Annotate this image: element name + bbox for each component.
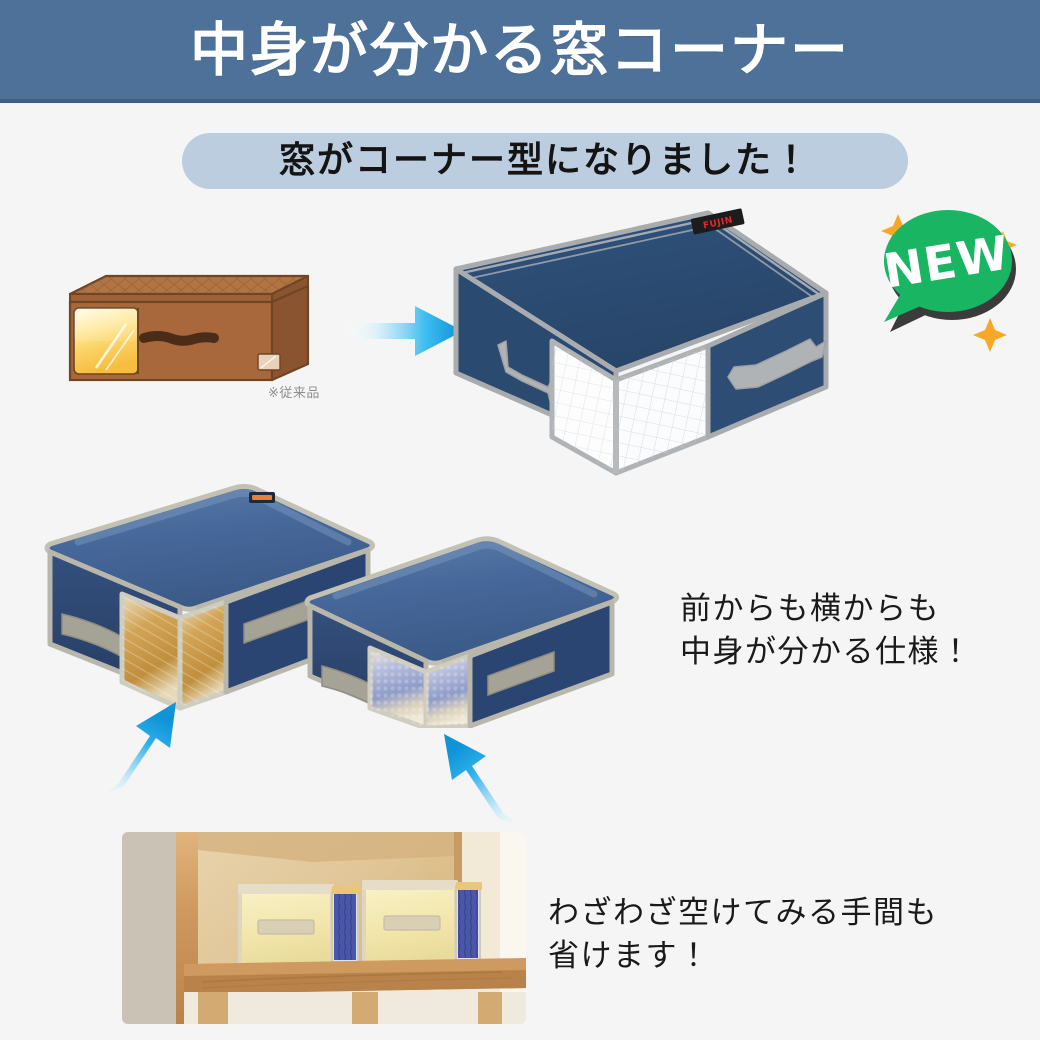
right-arrow-icon [345, 300, 465, 362]
feature-text-block: 前からも横からも 中身が分かる仕様！ [680, 588, 973, 674]
feature-text-line1: 前からも横からも [680, 591, 940, 627]
bottom-text-block: わざわざ空けてみる手間も 省けます！ [548, 892, 938, 978]
old-storage-bag-icon [62, 268, 324, 408]
up-arrow-icon [414, 726, 532, 838]
page-title: 中身が分かる窓コーナー [189, 15, 850, 84]
new-storage-bag-icon: FUJIN [440, 205, 830, 495]
bottom-text-line2: 省けます！ [548, 937, 711, 974]
subtitle-pill: 窓がコーナー型になりました！ [182, 133, 908, 189]
closet-shelf-photo [122, 832, 526, 1024]
storage-bags-photo [18, 468, 658, 728]
new-speech-bubble-icon: NEW [862, 200, 1040, 380]
feature-text-line2: 中身が分かる仕様！ [680, 633, 973, 670]
subtitle-text: 窓がコーナー型になりました！ [278, 140, 811, 181]
header-banner: 中身が分かる窓コーナー [0, 0, 1040, 103]
up-arrow-icon [92, 692, 202, 804]
old-product-caption: ※従来品 [268, 386, 320, 401]
bottom-text-line1: わざわざ空けてみる手間も [548, 895, 938, 931]
